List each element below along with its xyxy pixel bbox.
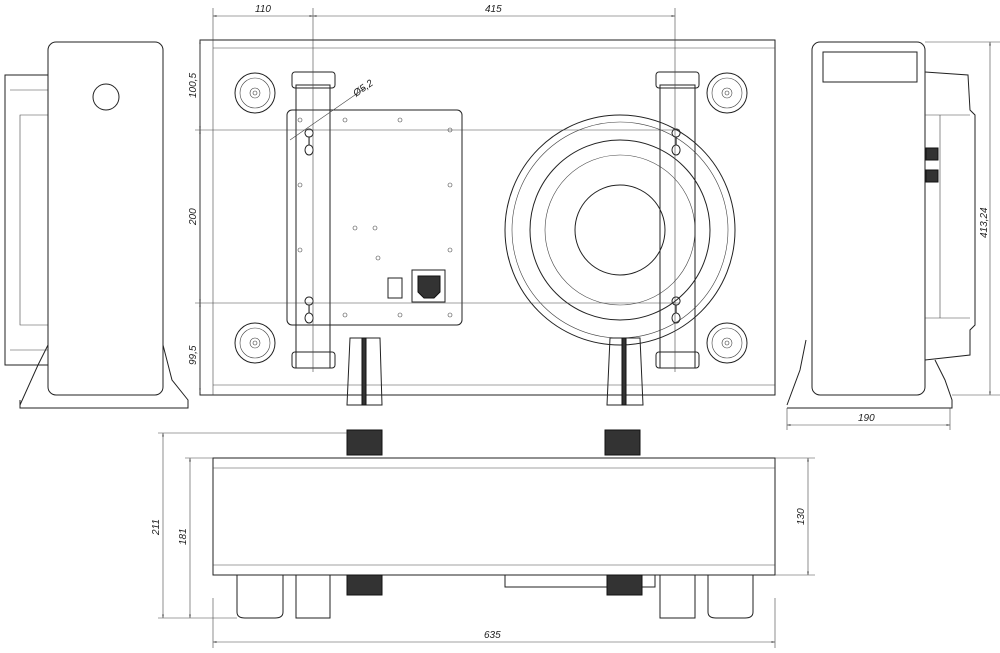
mounting-bracket-left [291, 71, 336, 369]
dim-mount-spacing: 415 [485, 4, 502, 15]
right-side-view [786, 41, 1000, 430]
stands [346, 337, 644, 406]
dim-total-width: 635 [484, 630, 501, 641]
dim-body-height: 181 [178, 528, 189, 545]
feet [234, 72, 748, 364]
power-socket [411, 269, 446, 303]
mounting-bracket-right [655, 71, 700, 369]
power-switch [387, 277, 403, 299]
dim-bottom-offset: 99,5 [188, 345, 199, 365]
amplifier-panel [286, 109, 463, 326]
dim-vertical-spacing: 200 [188, 208, 199, 226]
vent-hole [92, 83, 120, 111]
dimension-labels: 110 415 100,5 Ø5,2 200 99,5 413,24 190 2… [151, 4, 990, 641]
dim-top-offset: 100,5 [188, 73, 199, 98]
dim-side-height: 413,24 [979, 207, 990, 238]
dim-side-depth: 190 [858, 413, 875, 424]
front-view [195, 8, 776, 406]
dimension-lines [162, 8, 991, 643]
dim-hole-diameter: Ø5,2 [351, 78, 376, 100]
left-side-view [4, 41, 189, 409]
bottom-view [158, 429, 815, 648]
speaker [504, 114, 736, 346]
dim-total-height: 211 [151, 519, 162, 536]
dim-bracket-height: 130 [796, 508, 807, 525]
dim-offset-left: 110 [255, 4, 271, 15]
label-area [822, 51, 918, 83]
